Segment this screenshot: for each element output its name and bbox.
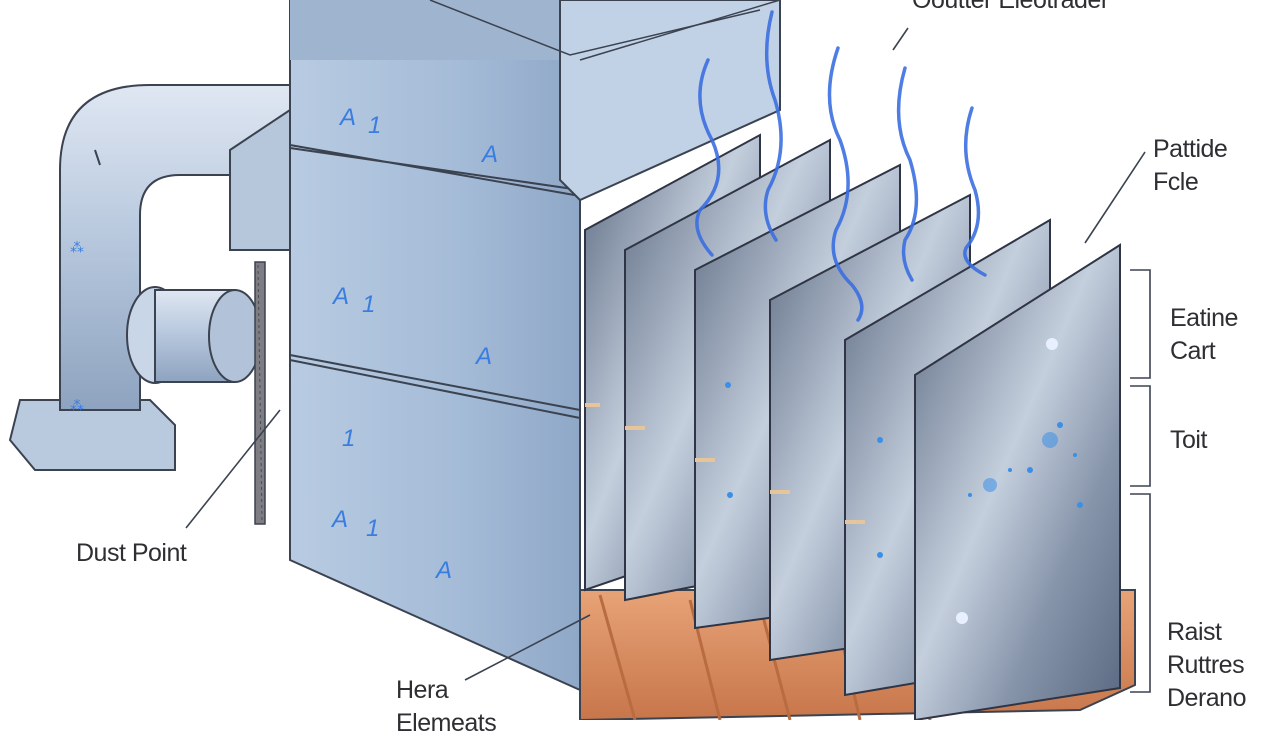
right-top-label-line: Fcle bbox=[1153, 168, 1199, 196]
bracket-icon bbox=[1130, 493, 1151, 693]
casing-mark: 1 bbox=[368, 112, 381, 139]
left-label: Dust Point bbox=[76, 539, 187, 567]
right-toit-label: Toit bbox=[1170, 426, 1207, 454]
precipitator-casing bbox=[289, 0, 781, 692]
casing-mark: 1 bbox=[366, 515, 379, 542]
casing-mark: A bbox=[331, 283, 349, 310]
support-rod bbox=[254, 261, 266, 525]
bottom-label: Hera Elemeats bbox=[396, 674, 497, 740]
right-mid-label: Eatine Cart bbox=[1170, 302, 1238, 368]
svg-text:⁂: ⁂ bbox=[70, 239, 84, 255]
collector-plate bbox=[914, 243, 1121, 720]
bracket-icon bbox=[1130, 269, 1151, 379]
bracket-icon bbox=[1130, 385, 1151, 487]
leader-line-icon bbox=[185, 27, 1151, 693]
casing-marks: A 1 A A 1 A 1 A 1 A bbox=[330, 104, 498, 584]
casing-mark: A bbox=[474, 343, 492, 370]
svg-text:⁂: ⁂ bbox=[70, 397, 84, 413]
right-bottom-label: Raist Ruttres Derano bbox=[1167, 616, 1247, 715]
casing-mark: A bbox=[480, 141, 498, 168]
precipitator-diagram: ⁂ ⁂ A 1 A A 1 A 1 A 1 A bbox=[8, 0, 1151, 720]
dust-particle-icon bbox=[725, 338, 1083, 624]
casing-mark: 1 bbox=[342, 425, 355, 452]
bottom-label-line: Hera bbox=[396, 676, 449, 704]
right-mid-label-line: Eatine bbox=[1170, 304, 1238, 332]
right-mid-label-line: Cart bbox=[1170, 337, 1216, 365]
right-bottom-label-line: Derano bbox=[1167, 684, 1247, 712]
top-label: Ooutter Eleotrader bbox=[912, 0, 1109, 14]
inlet-duct: ⁂ ⁂ bbox=[8, 84, 301, 471]
right-bottom-label-line: Ruttres bbox=[1167, 651, 1245, 679]
casing-mark: 1 bbox=[362, 291, 375, 318]
right-top-label: Pattide Fcle bbox=[1153, 133, 1228, 199]
gas-stream-icon bbox=[695, 10, 987, 322]
right-top-label-line: Pattide bbox=[1153, 135, 1228, 163]
casing-mark: A bbox=[338, 104, 356, 131]
casing-mark: A bbox=[434, 557, 452, 584]
bottom-label-line: Elemeats bbox=[396, 709, 497, 737]
right-bottom-label-line: Raist bbox=[1167, 618, 1222, 646]
casing-mark: A bbox=[330, 506, 348, 533]
